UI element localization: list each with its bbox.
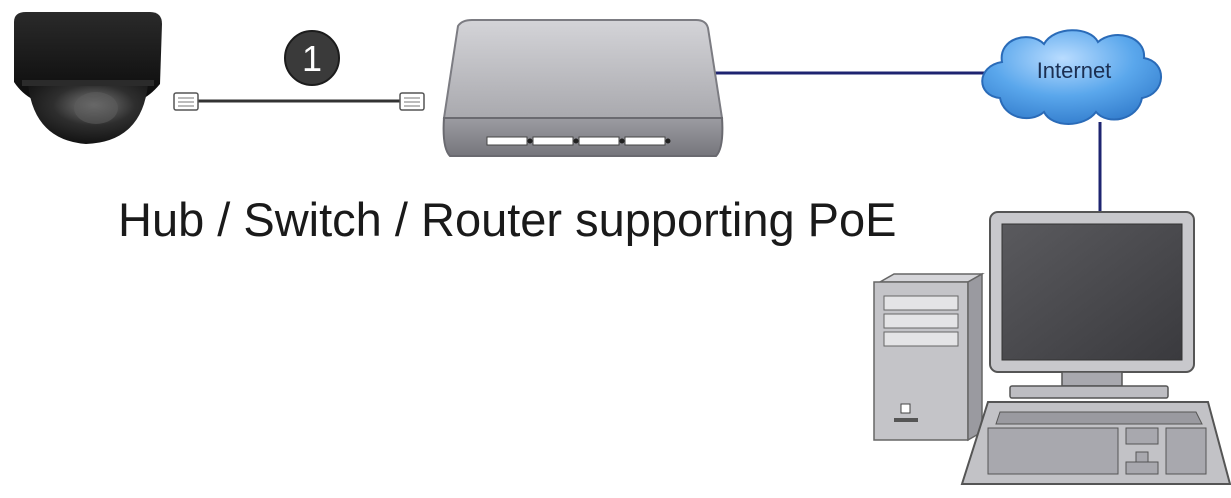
tower-case xyxy=(873,272,985,442)
keyboard xyxy=(960,401,1231,485)
rj45-plug-right-icon xyxy=(399,92,425,111)
monitor xyxy=(989,211,1195,399)
switch-ports xyxy=(486,136,671,146)
dome-camera-icon xyxy=(14,12,162,144)
desktop-computer-icon xyxy=(873,211,1231,485)
poe-switch-icon xyxy=(442,19,724,157)
rj45-plug-left-icon xyxy=(173,92,199,111)
diagram-caption: Hub / Switch / Router supporting PoE xyxy=(118,193,897,246)
poe-cable xyxy=(173,92,425,111)
step-number: 1 xyxy=(302,38,322,79)
internet-cloud-icon: Internet xyxy=(981,29,1162,125)
cloud-label: Internet xyxy=(1037,58,1112,83)
step-badge: 1 xyxy=(284,30,340,86)
